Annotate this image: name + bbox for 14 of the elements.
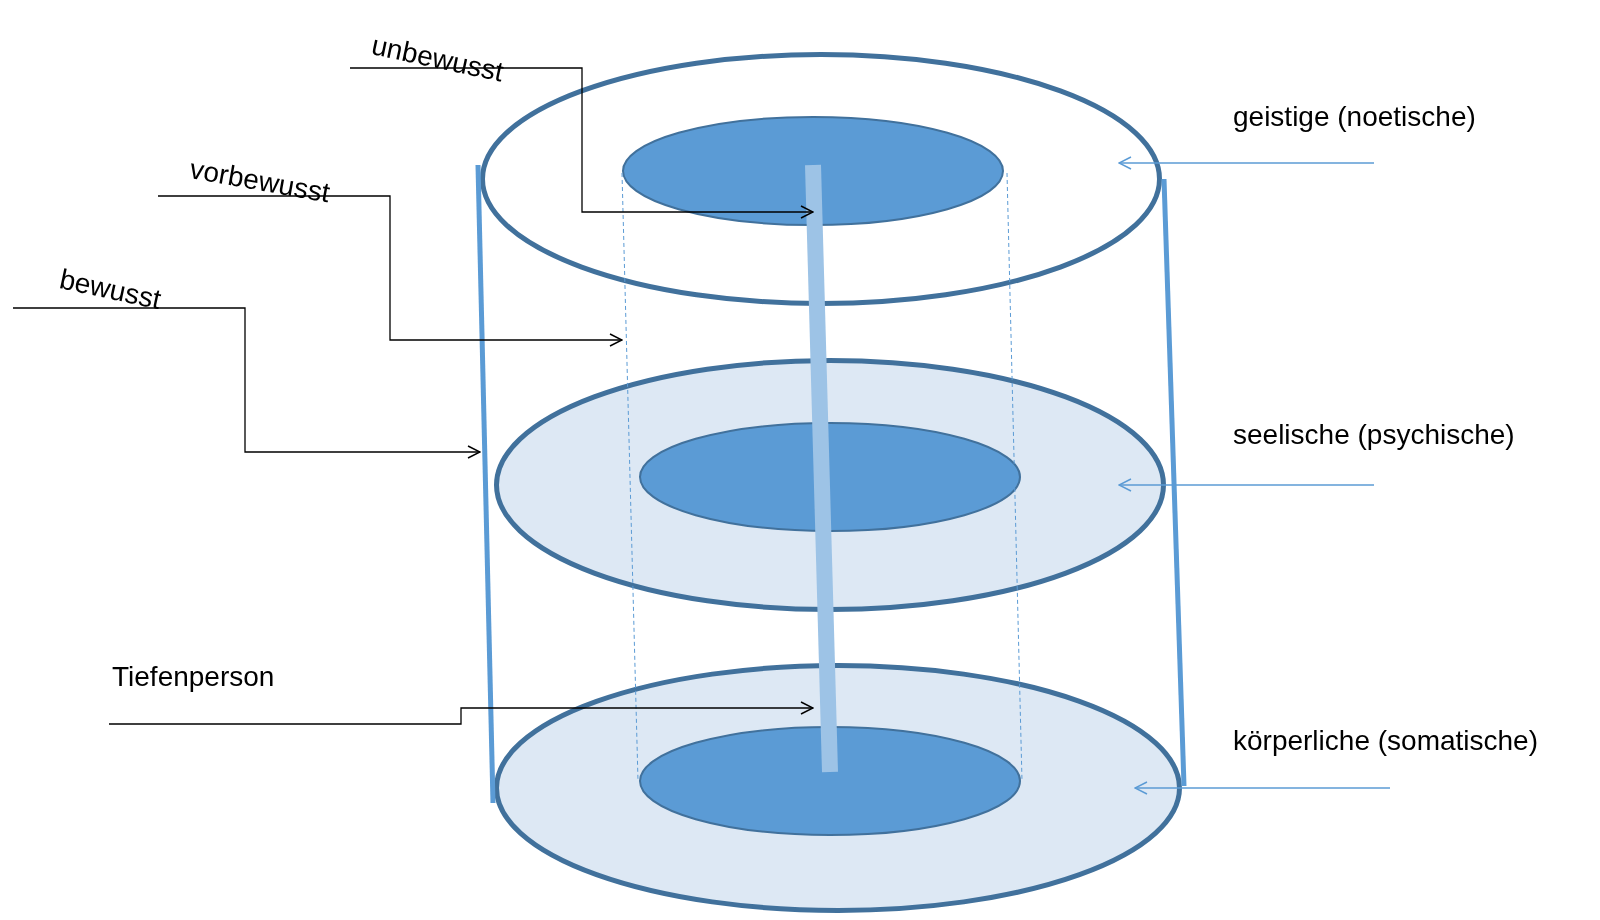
leader-arrow [1134, 781, 1391, 795]
leader-arrow [349, 67, 814, 219]
label-text: seelische (psychische) [1233, 418, 1515, 452]
label-text: bewusst [56, 262, 164, 317]
label-text: Tiefenperson [112, 660, 275, 694]
label-text: geistige (noetische) [1233, 100, 1476, 134]
leader-arrow [108, 701, 814, 725]
label-text: vorbewusst [187, 152, 333, 211]
leader-arrow [157, 195, 623, 347]
leader-arrow [1118, 478, 1375, 492]
label-text: unbewusst [368, 28, 507, 90]
leader-arrow [1118, 156, 1375, 170]
label-text: körperliche (somatische) [1233, 724, 1538, 758]
leader-arrow [12, 307, 481, 459]
